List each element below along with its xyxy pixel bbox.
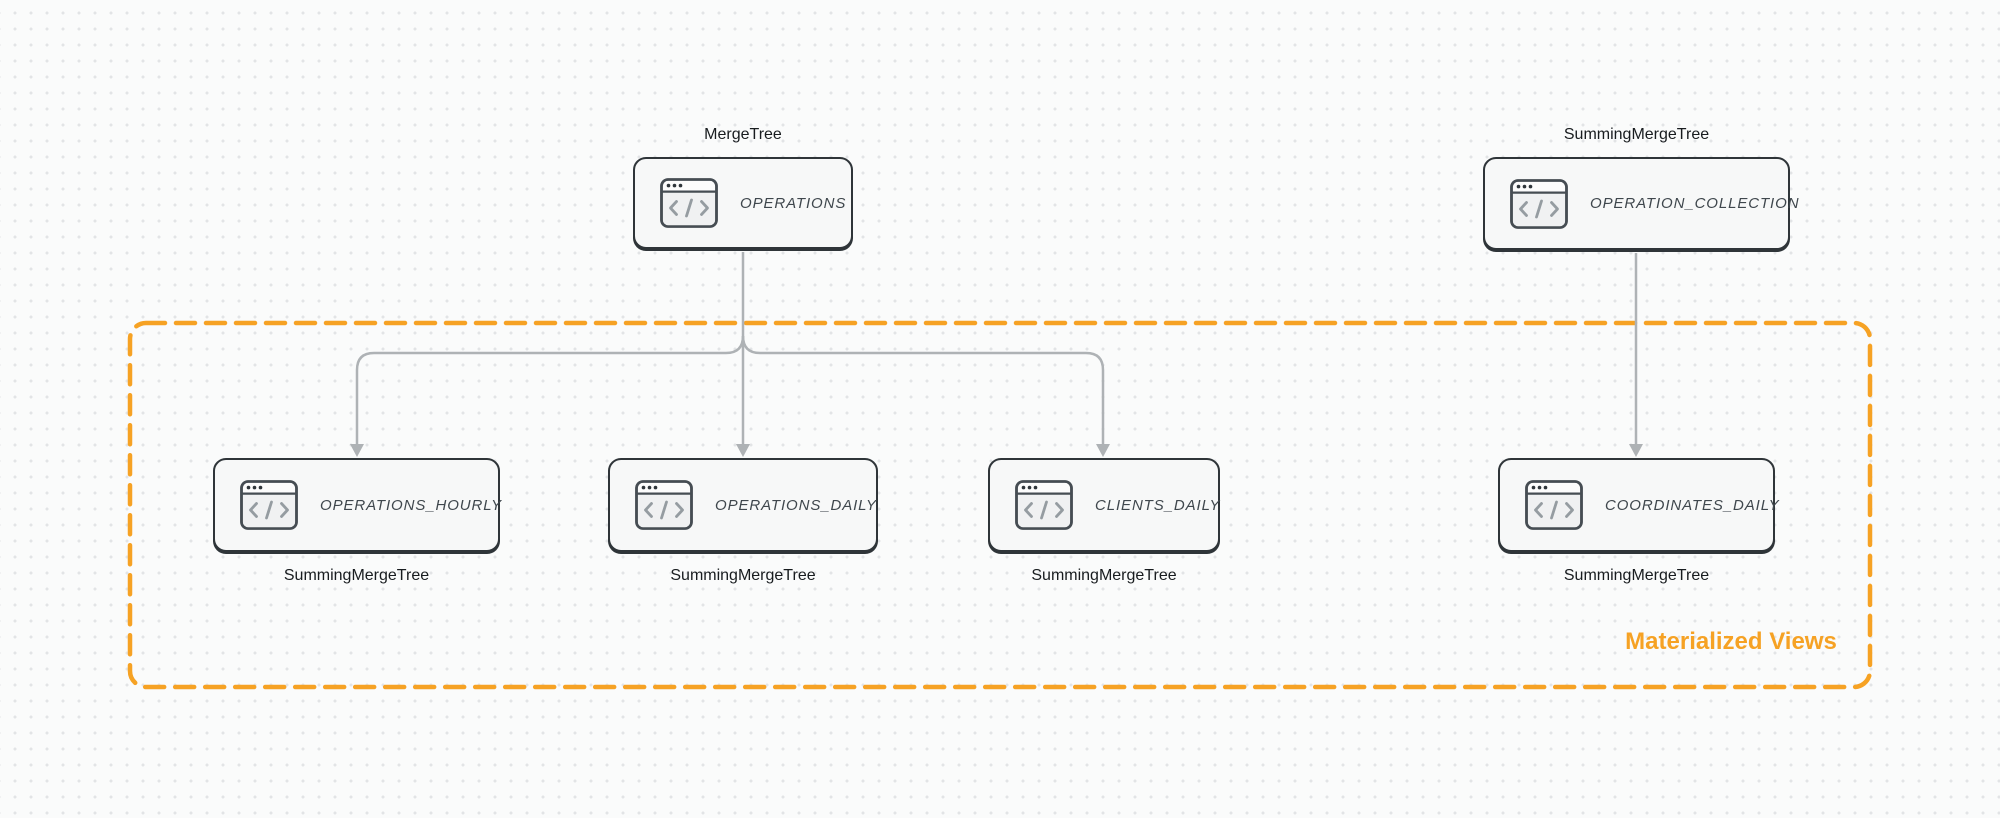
node-title: OPERATIONS_DAILY: [715, 496, 877, 514]
engine-label-coordinates-daily: SummingMergeTree: [1563, 567, 1710, 584]
arrowhead-clients-daily: [1096, 444, 1110, 457]
node-title: COORDINATES_DAILY: [1605, 496, 1780, 514]
code-window-icon: [1510, 178, 1568, 229]
arrowhead-operations-hourly: [350, 444, 364, 457]
node-box-operations[interactable]: OPERATIONS: [633, 157, 853, 249]
node-operations-hourly: OPERATIONS_HOURLY SummingMergeTree: [213, 458, 503, 584]
node-operations-daily: OPERATIONS_DAILY SummingMergeTree: [608, 458, 878, 584]
arrowhead-operations-daily: [736, 444, 750, 457]
node-box-operations-hourly[interactable]: OPERATIONS_HOURLY: [213, 458, 503, 552]
node-box-operation-collection[interactable]: OPERATION_COLLECTION: [1483, 157, 1799, 250]
engine-label-clients-daily: SummingMergeTree: [1031, 567, 1177, 584]
node-box-coordinates-daily[interactable]: COORDINATES_DAILY: [1498, 458, 1779, 552]
materialized-views-group-border: [127, 320, 1873, 690]
node-title: CLIENTS_DAILY: [1095, 496, 1221, 514]
engine-label-operations: MergeTree: [704, 126, 782, 143]
node-title: OPERATION_COLLECTION: [1590, 195, 1800, 212]
engine-label-operation-collection: SummingMergeTree: [1563, 126, 1710, 143]
node-operation-collection: SummingMergeTree OPERATION_COLLECTION: [1483, 126, 1799, 250]
node-clients-daily: CLIENTS_DAILY SummingMergeTree: [988, 458, 1220, 584]
arrowhead-coordinates-daily: [1629, 444, 1643, 457]
node-operations: MergeTree OPERATIONS: [633, 126, 853, 249]
edge-operations-to-operations-hourly: [355, 335, 745, 446]
code-window-icon: [660, 178, 718, 228]
code-window-icon: [240, 480, 298, 530]
node-title: OPERATIONS_HOURLY: [320, 496, 503, 514]
code-window-icon: [635, 480, 693, 530]
node-box-operations-daily[interactable]: OPERATIONS_DAILY: [608, 458, 878, 552]
engine-label-operations-hourly: SummingMergeTree: [283, 567, 430, 584]
node-coordinates-daily: COORDINATES_DAILY SummingMergeTree: [1498, 458, 1779, 584]
node-title: OPERATIONS: [740, 194, 847, 212]
engine-label-operations-daily: SummingMergeTree: [670, 567, 816, 584]
code-window-icon: [1525, 480, 1583, 530]
edge-operations-to-clients-daily: [741, 335, 1105, 446]
materialized-views-group-label: Materialized Views: [1625, 628, 1837, 655]
code-window-icon: [1015, 480, 1073, 530]
node-box-clients-daily[interactable]: CLIENTS_DAILY: [988, 458, 1220, 552]
